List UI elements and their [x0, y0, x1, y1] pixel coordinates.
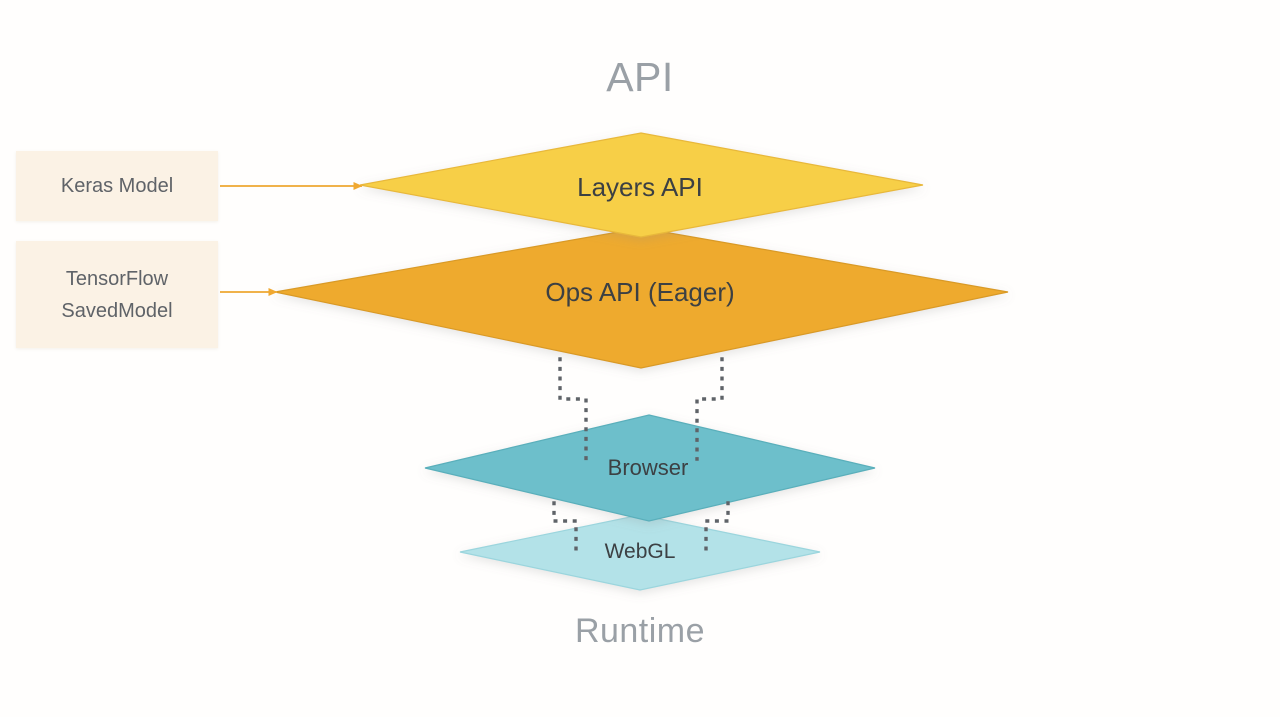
connector-browser-to-webgl-right [704, 501, 730, 555]
connector-ops-to-browser-left [558, 357, 588, 461]
diamond-webgl[interactable] [459, 514, 821, 591]
connector-ops-to-browser-right [695, 357, 724, 461]
input-box-keras-model[interactable]: Keras Model [16, 151, 218, 221]
diamond-layers-api[interactable] [359, 132, 924, 238]
diamond-ops-api[interactable] [274, 227, 1009, 369]
section-title-api: API [606, 54, 674, 100]
input-box-tensorflow-savedmodel-label: TensorFlow SavedModel [61, 267, 173, 322]
input-box-keras-model-label: Keras Model [60, 175, 174, 197]
section-title-runtime: Runtime [574, 612, 706, 650]
diamond-browser[interactable] [424, 414, 876, 522]
input-box-tensorflow-savedmodel[interactable]: TensorFlow SavedModel [16, 241, 218, 348]
connector-browser-to-webgl-left [552, 501, 578, 555]
